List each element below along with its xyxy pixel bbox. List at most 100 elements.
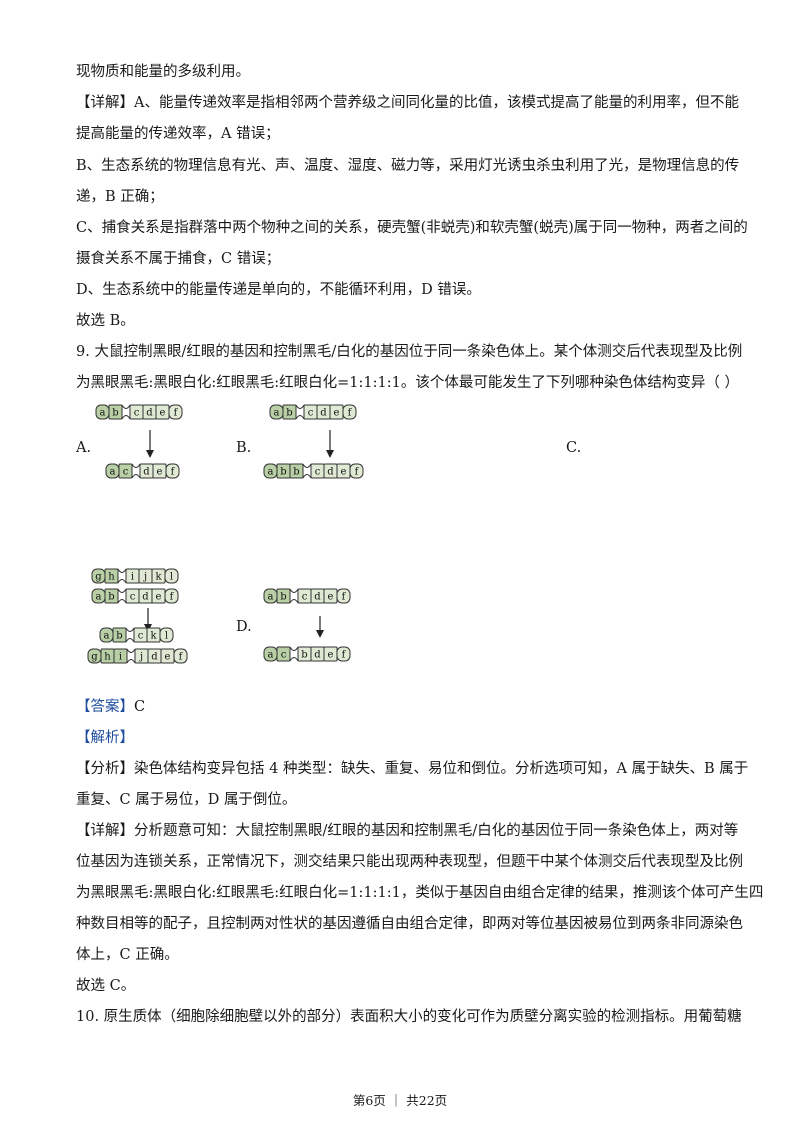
text-line: 【分析】染色体结构变异包括 4 种类型：缺失、重复、易位和倒位。分析选项可知，A… [76,761,749,777]
gene-label: g [91,652,98,663]
option-d-label: D. [236,619,252,635]
text-line: C、捕食关系是指群落中两个物种之间的关系，硬壳蟹(非蜕壳)和软壳蟹(蜕壳)属于同… [76,220,748,236]
gene-label: b [301,650,307,661]
gene-label: h [108,572,115,583]
gene-label: f [342,650,347,661]
text-line: 故选 C。 [76,978,136,994]
gene-segment [276,588,291,604]
gene-label: l [165,631,168,642]
gene-label: i [131,572,134,583]
centromere [117,568,127,584]
gene-label: b [280,592,286,603]
gene-label: d [146,408,153,419]
centromere [125,627,135,643]
gene-label: i [119,652,122,663]
gene-label: f [355,467,360,478]
gene-label: a [268,467,274,478]
answer-label: 【答案】 [76,699,134,715]
gene-label: a [274,408,280,419]
text-line: 【详解】A、能量传递效率是指相邻两个营养级之间同化量的比值，该模式提高了能量的利… [76,95,739,111]
gene-label: d [320,408,327,419]
gene-label: c [281,650,287,661]
gene-label: k [155,572,162,583]
gene-label: e [328,650,334,661]
gene-segment [173,648,188,664]
option-c-label: C. [566,440,582,456]
gene-label: b [108,592,114,603]
gene-label: k [150,631,157,642]
centromere [295,404,305,420]
text-line: 故选 B。 [76,313,135,329]
gene-segment [113,648,128,664]
gene-label: d [314,650,321,661]
gene-label: d [151,652,158,663]
gene-segment [108,404,123,420]
answer-line: 【答案】C [76,697,145,717]
text-line: 现物质和能量的多级利用。 [76,64,250,80]
gene-label: e [341,467,347,478]
text-line: 递，B 正确； [76,189,164,205]
gene-label: b [280,467,286,478]
text-line: 摄食关系不属于捕食，C 错误； [76,251,281,267]
gene-segment [118,463,133,479]
page-footer: 第6页 ｜ 共22页 [352,1093,448,1108]
gene-label: a [268,592,274,603]
gene-label: c [302,592,308,603]
gene-segment [289,463,304,479]
option-b-label: B. [236,440,252,456]
gene-label: a [268,650,274,661]
gene-label: j [139,652,143,663]
text-line: 体上，C 正确。 [76,947,179,963]
answer-value: C [134,699,146,715]
gene-label: b [112,408,118,419]
gene-label: g [95,572,102,583]
analysis-label: 【解析】 [76,730,134,746]
gene-label: b [286,408,292,419]
centromere [302,463,312,479]
text-line: 位基因为连锁关系，正常情况下，测交结果只能出现两种表现型，但题干中某个体测交后代… [76,854,743,870]
text-line: 种数目相等的配子，且控制两对性状的基因遵循自由组合定律，即两对等位基因被易位到两… [76,916,743,932]
gene-label: a [104,631,110,642]
gene-label: e [156,592,162,603]
text-line: B、生态系统的物理信息有光、声、温度、湿度、磁力等，采用灯光诱虫杀虫利用了光，是… [76,158,740,174]
gene-label: f [342,592,347,603]
question-9-line: 为黑眼黑毛:黑眼白化:红眼黑毛:红眼白化=1:1:1:1。该个体最可能发生了下列… [76,375,739,391]
centromere [121,404,131,420]
question-9-line: 9. 大鼠控制黑眼/红眼的基因和控制黑毛/白化的基因位于同一条染色体上。某个体测… [76,344,743,360]
gene-label: c [315,467,321,478]
gene-label: e [160,408,166,419]
gene-label: f [170,592,175,603]
gene-label: l [170,572,173,583]
gene-label: e [328,592,334,603]
text-line: 为黑眼黑毛:黑眼白化:红眼黑毛:红眼白化=1:1:1:1，类似于基因自由组合定律… [76,885,764,901]
gene-label: c [123,467,129,478]
centromere [117,588,127,604]
gene-segment [336,588,351,604]
gene-segment [104,568,119,584]
gene-segment [104,588,119,604]
arrow-icon [146,430,154,458]
centromere [131,463,141,479]
gene-label: b [293,467,299,478]
centromere [289,646,299,662]
gene-label: f [174,408,179,419]
centromere [126,648,136,664]
gene-label: a [96,592,102,603]
gene-segment [168,404,183,420]
gene-label: c [308,408,314,419]
gene-label: f [348,408,353,419]
gene-label: e [165,652,171,663]
gene-label: d [327,467,334,478]
